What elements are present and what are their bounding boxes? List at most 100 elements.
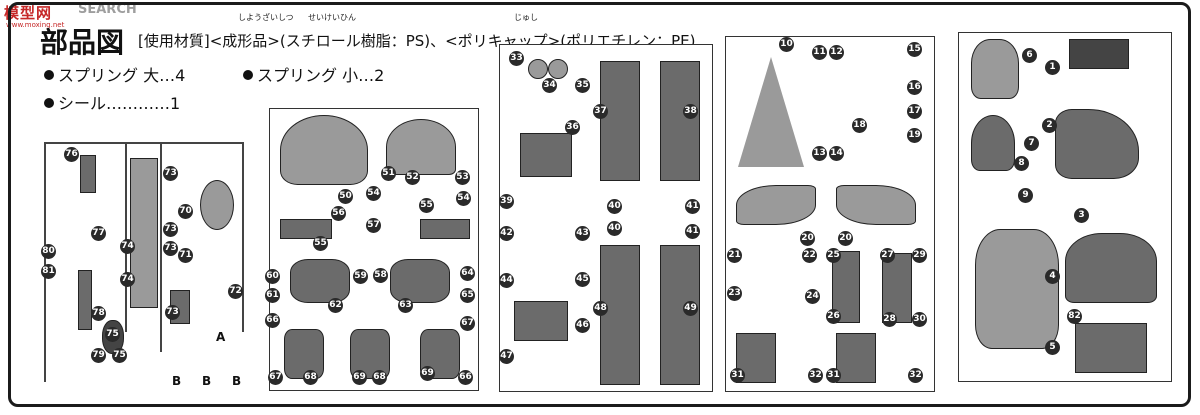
part-number-badge: 64 — [460, 266, 475, 281]
part-number-badge: 30 — [912, 312, 927, 327]
runner-panel-4 — [725, 36, 935, 392]
runner-bar — [125, 142, 127, 332]
header: しようざいしつ せいけいひん じゅし 部品図 [使用材質]<成形品>(スチロール… — [40, 13, 840, 59]
runner-frame — [44, 142, 244, 144]
part-number-badge: 79 — [91, 348, 106, 363]
part-number-badge: 41 — [685, 199, 700, 214]
part-number-badge: 47 — [499, 349, 514, 364]
part-number-badge: 35 — [575, 78, 590, 93]
part-37 — [600, 61, 640, 181]
bullet-icon — [44, 70, 54, 80]
part-number-badge: 13 — [812, 146, 827, 161]
part-number-badge: 56 — [331, 206, 346, 221]
part-number-badge: 6 — [1022, 48, 1037, 63]
part-number-badge: 73 — [163, 241, 178, 256]
bullet-icon — [44, 98, 54, 108]
part-number-badge: 32 — [808, 368, 823, 383]
part-number-badge: 74 — [120, 272, 135, 287]
part-70 — [200, 180, 234, 230]
part-number-badge: 42 — [499, 226, 514, 241]
bullet-icon — [243, 70, 253, 80]
part-number-badge: 60 — [265, 269, 280, 284]
part-number-badge: 2 — [1042, 118, 1057, 133]
part-78 — [78, 270, 92, 330]
ruby-1: しようざいしつ — [238, 13, 294, 22]
part-4 — [1065, 233, 1157, 303]
part-number-badge: 50 — [338, 189, 353, 204]
part-76 — [80, 155, 96, 193]
part-number-badge: 78 — [91, 306, 106, 321]
part-number-badge: 45 — [575, 272, 590, 287]
accessory-sticker: シール…………1 — [44, 90, 180, 114]
part-number-badge: 73 — [163, 222, 178, 237]
watermark-tag: SEARCH — [78, 2, 137, 17]
part-number-badge: 46 — [575, 318, 590, 333]
part-number-badge: 71 — [178, 248, 193, 263]
part-8 — [971, 115, 1015, 171]
part-number-badge: 11 — [812, 45, 827, 60]
part-number-badge: 23 — [727, 286, 742, 301]
part-number-badge: 72 — [228, 284, 243, 299]
part-number-badge: 54 — [456, 191, 471, 206]
runner-bar — [242, 142, 244, 332]
part-number-badge: 61 — [265, 288, 280, 303]
part-56 — [280, 219, 332, 239]
part-number-badge: 81 — [41, 264, 56, 279]
part-number-badge: 26 — [826, 309, 841, 324]
part-27 — [882, 253, 912, 323]
part-6 — [971, 39, 1019, 99]
part-46 — [514, 301, 568, 341]
accessory-spring-small: スプリング 小…2 — [243, 62, 384, 86]
part-number-badge: 73 — [165, 305, 180, 320]
part-number-badge: 16 — [907, 80, 922, 95]
part-number-badge: 67 — [268, 370, 283, 385]
runner-letter-label: A — [216, 330, 226, 344]
part-number-badge: 10 — [779, 37, 794, 52]
part-number-badge: 41 — [685, 224, 700, 239]
runner-panel-5 — [958, 32, 1172, 382]
part-62 — [290, 259, 350, 303]
part-number-badge: 66 — [265, 313, 280, 328]
part-20b — [836, 185, 916, 225]
part-number-badge: 40 — [607, 199, 622, 214]
part-number-badge: 57 — [366, 218, 381, 233]
part-number-badge: 5 — [1045, 340, 1060, 355]
part-number-badge: 75 — [105, 327, 120, 342]
part-number-badge: 20 — [800, 231, 815, 246]
accessory-label: シール…………1 — [58, 94, 181, 113]
part-31 — [736, 333, 776, 383]
part-number-badge: 77 — [91, 226, 106, 241]
part-number-badge: 55 — [419, 198, 434, 213]
part-number-badge: 39 — [499, 194, 514, 209]
part-20 — [736, 185, 816, 225]
accessory-label: スプリング 大…4 — [58, 66, 186, 85]
part-number-badge: 51 — [381, 166, 396, 181]
runner-letter-label: B — [202, 374, 212, 388]
part-number-badge: 44 — [499, 273, 514, 288]
part-82 — [1075, 323, 1147, 373]
part-48 — [600, 245, 640, 385]
runner-bar — [160, 142, 162, 352]
accessory-label: スプリング 小…2 — [257, 66, 385, 85]
part-number-badge: 59 — [353, 269, 368, 284]
part-number-badge: 1 — [1045, 60, 1060, 75]
part-number-badge: 36 — [565, 120, 580, 135]
part-number-badge: 63 — [398, 298, 413, 313]
part-number-badge: 28 — [882, 312, 897, 327]
part-number-badge: 53 — [455, 170, 470, 185]
part-number-badge: 31 — [730, 368, 745, 383]
part-number-badge: 25 — [826, 248, 841, 263]
part-number-badge: 49 — [683, 301, 698, 316]
part-36 — [520, 133, 572, 177]
part-number-badge: 69 — [352, 370, 367, 385]
part-number-badge: 54 — [366, 186, 381, 201]
part-38 — [660, 61, 700, 181]
part-number-badge: 3 — [1074, 208, 1089, 223]
part-number-badge: 75 — [112, 348, 127, 363]
part-2 — [1055, 109, 1139, 179]
part-number-badge: 12 — [829, 45, 844, 60]
part-number-badge: 34 — [542, 78, 557, 93]
part-number-badge: 33 — [509, 51, 524, 66]
part-34 — [528, 59, 548, 79]
